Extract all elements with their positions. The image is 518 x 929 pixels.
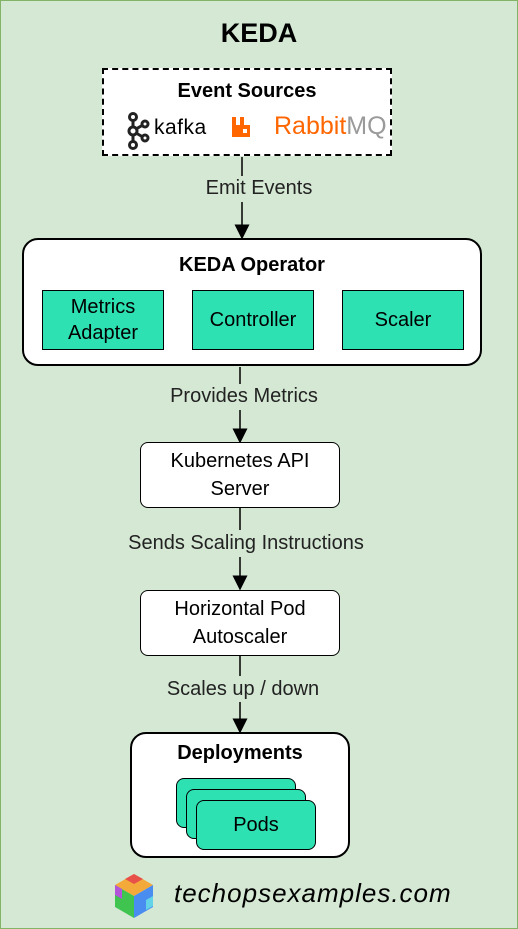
keda-operator-box: KEDA Operator Metrics Adapter Controller… [22,238,482,366]
rabbitmq-label: RabbitMQ [274,112,387,140]
horizontal-pod-autoscaler-node: Horizontal Pod Autoscaler [140,590,340,656]
scaler-component: Scaler [342,290,464,350]
keda-operator-title: KEDA Operator [179,254,325,276]
kafka-icon [127,112,150,150]
kafka-label: kafka [154,116,207,139]
edge-label-provides-metrics: Provides Metrics [170,385,318,407]
controller-component: Controller [192,290,314,350]
deployments-box: Deployments Pods [130,732,350,858]
edge-label-scales: Scales up / down [166,678,320,700]
diagram-title: KEDA [220,18,298,48]
deployments-title: Deployments [177,742,303,764]
cube-logo-icon [115,874,153,918]
pods-label: Pods [233,813,279,836]
rabbitmq-icon [232,117,250,137]
event-source-logos: kafka RabbitMQ [124,110,387,150]
event-sources-box: Event Sources kafka RabbitMQ [102,68,392,156]
metrics-adapter-component: Metrics Adapter [42,290,164,350]
pod-card-front: Pods [196,800,316,850]
event-sources-title: Event Sources [177,80,317,102]
kubernetes-api-server-node: Kubernetes API Server [140,442,340,508]
edge-label-emit-events: Emit Events [205,177,313,199]
edge-label-sends-scaling: Sends Scaling Instructions [128,532,364,554]
footer-website-text: techopsexamples.com [174,878,452,908]
